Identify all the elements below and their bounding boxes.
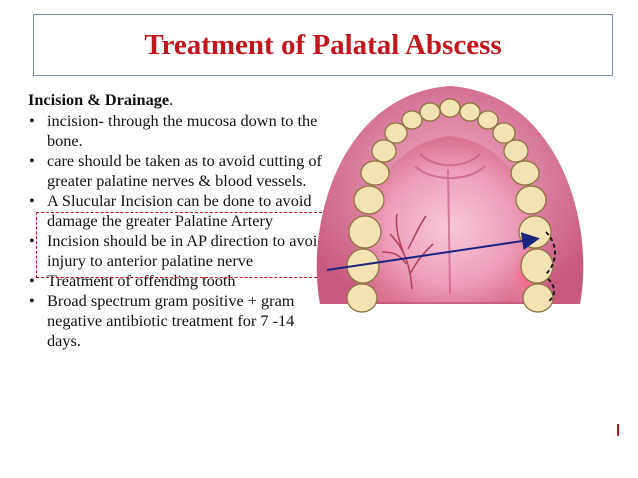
palatine-artery bbox=[381, 213, 434, 290]
dental-arch bbox=[346, 98, 554, 313]
palatal-rugae bbox=[414, 153, 486, 295]
bullet-item: Incision should be in AP direction to av… bbox=[28, 231, 328, 271]
heading-suffix: . bbox=[169, 90, 174, 109]
page-marker bbox=[617, 424, 619, 436]
bullet-list: incision- through the mucosa down to the… bbox=[28, 111, 328, 351]
heading-text: Incision & Drainage bbox=[28, 90, 170, 109]
bullet-item: incision- through the mucosa down to the… bbox=[28, 111, 328, 151]
palate-illustration bbox=[316, 86, 584, 313]
bullet-item: Broad spectrum gram positive + gram nega… bbox=[28, 291, 328, 351]
bullet-item: care should be taken as to avoid cutting… bbox=[28, 151, 328, 191]
slide-title: Treatment of Palatal Abscess bbox=[144, 28, 502, 61]
content-text: Incision & Drainage. incision- through t… bbox=[28, 90, 328, 351]
title-box: Treatment of Palatal Abscess bbox=[33, 14, 613, 76]
section-heading: Incision & Drainage. bbox=[28, 90, 328, 110]
bullet-item-highlighted: A Slucular Incision can be done to avoid… bbox=[28, 191, 328, 231]
bullet-item: Treatment of offending tooth bbox=[28, 271, 328, 291]
incision-marks bbox=[545, 231, 556, 303]
